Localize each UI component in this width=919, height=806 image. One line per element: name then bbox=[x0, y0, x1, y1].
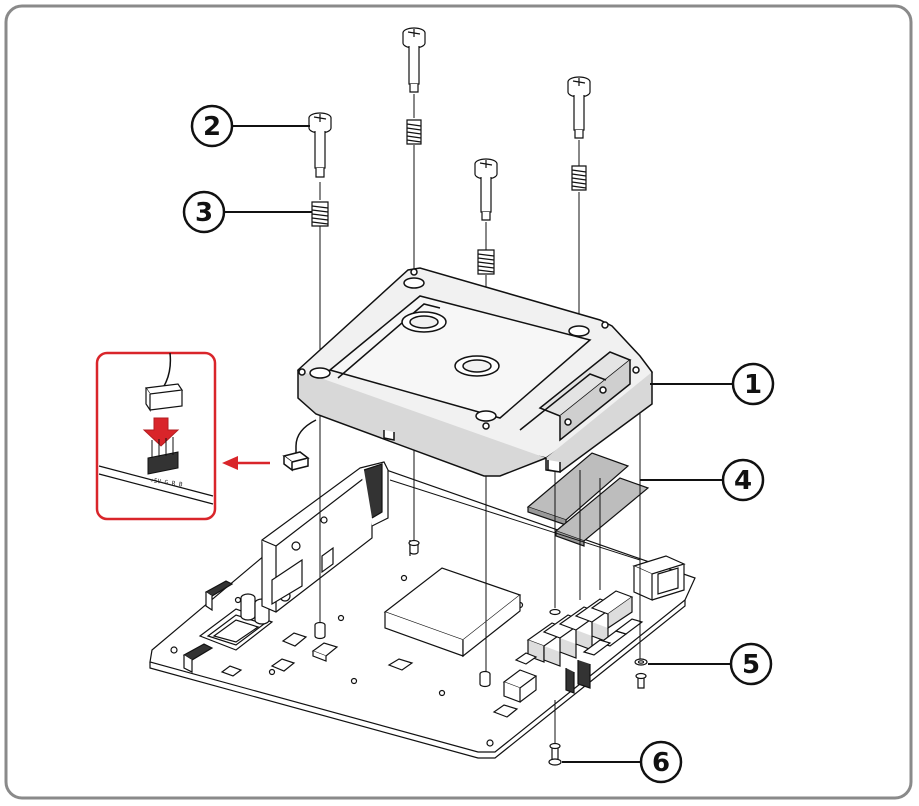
pin-label: +5V G R B bbox=[150, 477, 184, 489]
callout-number-1: 1 bbox=[744, 370, 762, 400]
callout-badge-1: 1 bbox=[731, 362, 775, 406]
callout-number-2: 2 bbox=[203, 112, 221, 142]
callout-number-6: 6 bbox=[652, 748, 670, 778]
header-left-top bbox=[204, 580, 234, 612]
rear-connector bbox=[632, 555, 686, 601]
callout-number-4: 4 bbox=[734, 466, 752, 496]
spring-1 bbox=[406, 119, 422, 145]
thermal-pads bbox=[526, 452, 650, 547]
spring-4 bbox=[571, 165, 587, 191]
callout-badge-6: 6 bbox=[639, 740, 683, 784]
inset-pointer-arrow-icon bbox=[222, 456, 270, 470]
mounting-screw-1 bbox=[402, 27, 426, 93]
pin-header bbox=[147, 437, 179, 475]
header-left-bottom bbox=[182, 643, 214, 673]
spring-3 bbox=[477, 249, 495, 275]
mounting-screw-2 bbox=[308, 112, 332, 178]
insert-arrow-icon bbox=[142, 417, 180, 447]
mounting-screw-4 bbox=[567, 76, 591, 139]
spring-2 bbox=[311, 201, 329, 227]
callout-number-3: 3 bbox=[195, 198, 213, 228]
screws-and-springs bbox=[308, 27, 648, 766]
vrm-components bbox=[502, 590, 644, 703]
washer bbox=[634, 658, 648, 689]
m2-riser bbox=[261, 461, 419, 613]
leader-lines bbox=[224, 125, 732, 763]
callout-number-5: 5 bbox=[742, 650, 760, 680]
water-block bbox=[282, 267, 653, 477]
callout-badge-3: 3 bbox=[182, 190, 226, 234]
callout-badge-4: 4 bbox=[721, 458, 765, 502]
callout-badge-5: 5 bbox=[729, 642, 773, 686]
callout-badge-2: 2 bbox=[190, 104, 234, 148]
mounting-screw-3 bbox=[474, 158, 498, 221]
back-screw bbox=[548, 742, 562, 766]
rgb-header-inset: +5V G R B bbox=[95, 351, 217, 521]
